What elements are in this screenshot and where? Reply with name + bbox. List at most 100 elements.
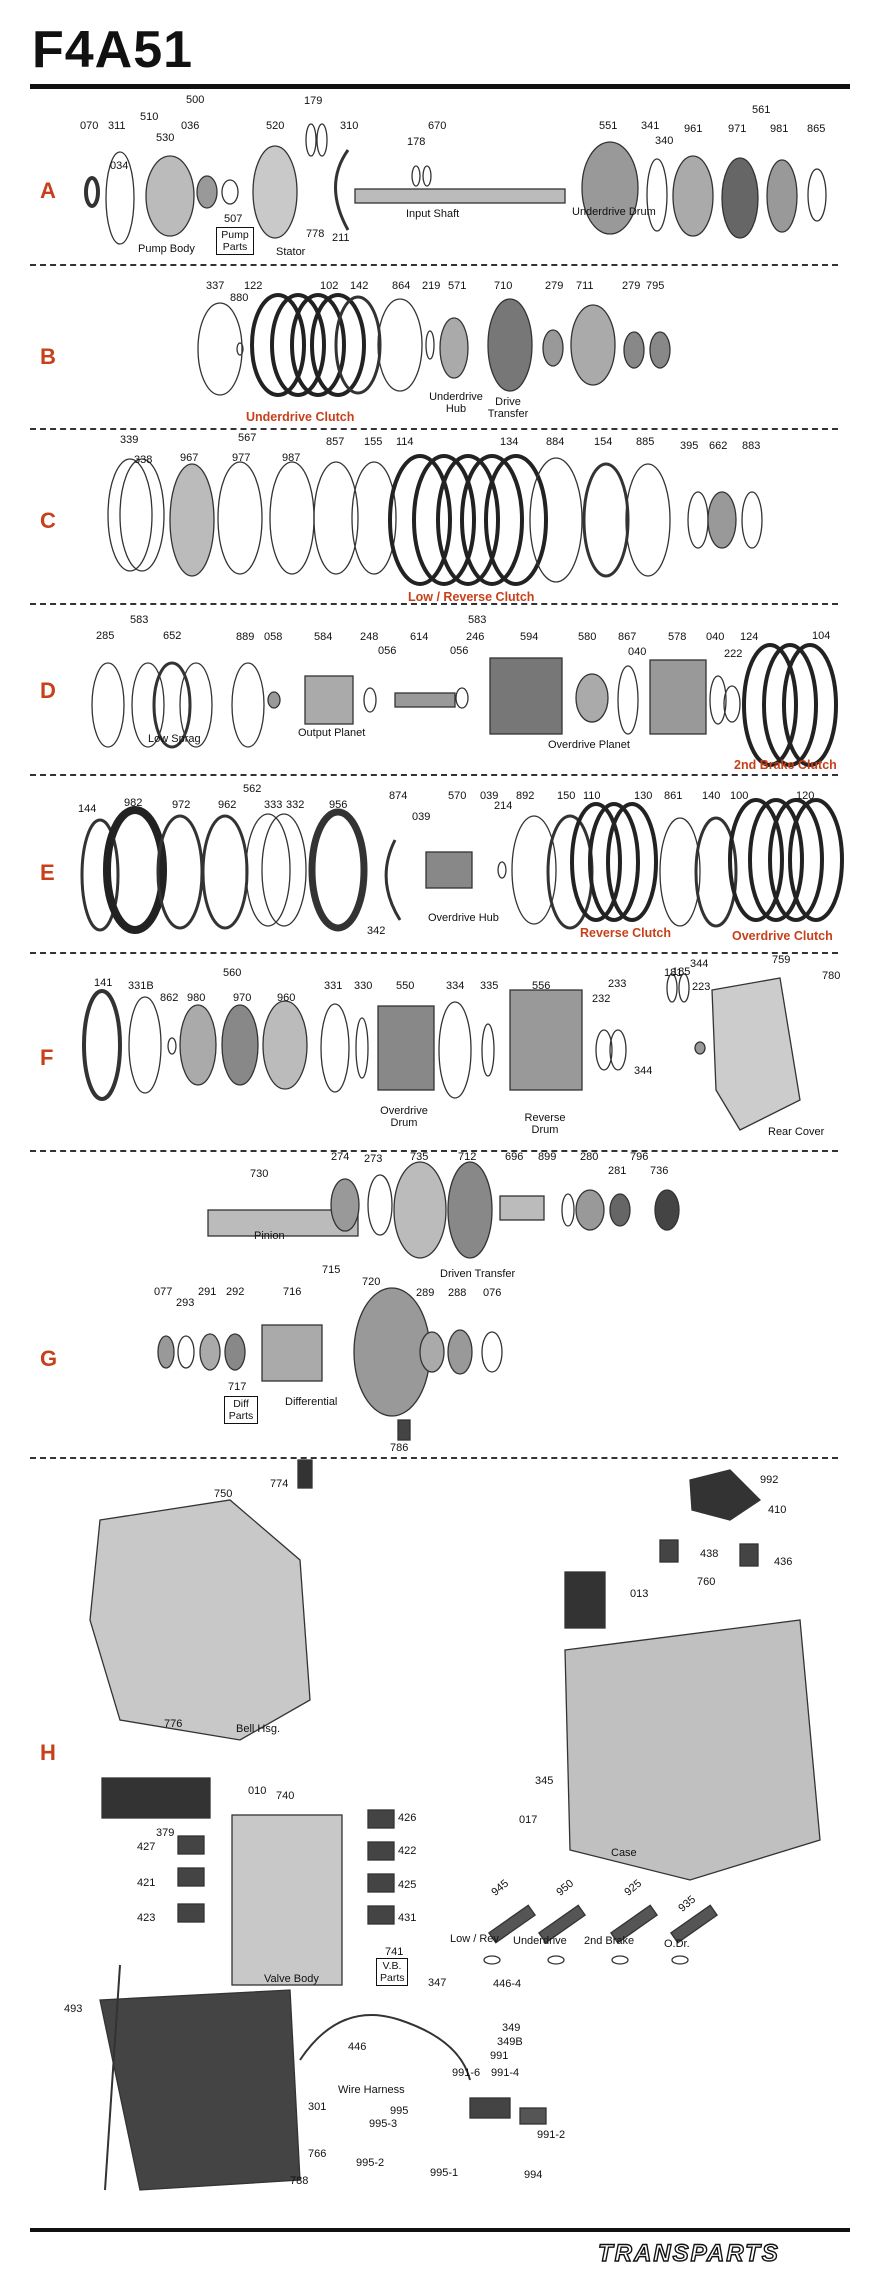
part-036: 036 bbox=[181, 120, 200, 132]
part-334: 334 bbox=[446, 980, 465, 992]
part-039-a: 039 bbox=[412, 811, 431, 823]
part-154: 154 bbox=[594, 436, 613, 448]
caption-valve-body: Valve Body bbox=[264, 1973, 319, 1985]
part-342: 342 bbox=[367, 925, 386, 937]
part-077: 077 bbox=[154, 1286, 173, 1298]
part-040-a: 040 bbox=[628, 646, 647, 658]
part-301: 301 bbox=[308, 2101, 327, 2113]
part-883: 883 bbox=[742, 440, 761, 452]
part-994: 994 bbox=[524, 2169, 543, 2181]
part-130: 130 bbox=[634, 790, 653, 802]
part-421: 421 bbox=[137, 1877, 156, 1889]
part-292: 292 bbox=[226, 1286, 245, 1298]
part-788: 788 bbox=[290, 2175, 309, 2187]
caption-rear-cover: Rear Cover bbox=[768, 1126, 825, 1138]
part-013: 013 bbox=[630, 1588, 649, 1600]
part-185: 185 bbox=[672, 966, 691, 978]
part-583-b: 583 bbox=[468, 614, 487, 626]
part-550: 550 bbox=[396, 980, 415, 992]
part-279-a: 279 bbox=[545, 280, 564, 292]
part-040-b: 040 bbox=[706, 631, 725, 643]
part-507: 507 bbox=[224, 213, 243, 225]
part-652: 652 bbox=[163, 630, 182, 642]
part-892: 892 bbox=[516, 790, 535, 802]
brand-logo: TRANSPARTS bbox=[597, 2239, 780, 2267]
part-980: 980 bbox=[187, 992, 206, 1004]
part-759: 759 bbox=[772, 954, 791, 966]
part-070: 070 bbox=[80, 120, 99, 132]
part-712: 712 bbox=[458, 1151, 477, 1163]
part-880: 880 bbox=[230, 292, 249, 304]
part-971: 971 bbox=[728, 123, 747, 135]
part-874: 874 bbox=[389, 790, 408, 802]
part-796: 796 bbox=[630, 1151, 649, 1163]
part-774: 774 bbox=[270, 1478, 289, 1490]
part-017: 017 bbox=[519, 1814, 538, 1826]
caption-pump-body: Pump Body bbox=[138, 243, 195, 255]
part-780: 780 bbox=[822, 970, 841, 982]
part-972: 972 bbox=[172, 799, 191, 811]
part-274: 274 bbox=[331, 1151, 350, 1163]
caption-2nd-brake: 2nd Brake bbox=[584, 1935, 635, 1947]
part-962: 962 bbox=[218, 799, 237, 811]
part-332: 332 bbox=[286, 799, 305, 811]
part-438: 438 bbox=[700, 1548, 719, 1560]
part-991-2: 991-2 bbox=[537, 2129, 566, 2141]
part-124: 124 bbox=[740, 631, 759, 643]
divider-fg bbox=[30, 1150, 838, 1152]
section-letter-c: C bbox=[40, 508, 56, 533]
part-281: 281 bbox=[608, 1165, 627, 1177]
caption-pump-parts: Pump Parts bbox=[216, 227, 254, 255]
part-551: 551 bbox=[599, 120, 618, 132]
part-885: 885 bbox=[636, 436, 655, 448]
part-141: 141 bbox=[94, 977, 113, 989]
part-248: 248 bbox=[360, 631, 379, 643]
part-556: 556 bbox=[532, 980, 551, 992]
part-214: 214 bbox=[494, 800, 513, 812]
divider-cd bbox=[30, 603, 838, 605]
part-970: 970 bbox=[233, 992, 252, 1004]
part-510: 510 bbox=[140, 111, 159, 123]
part-345: 345 bbox=[535, 1775, 554, 1787]
part-578: 578 bbox=[668, 631, 687, 643]
part-034: 034 bbox=[110, 160, 129, 172]
part-179: 179 bbox=[304, 95, 323, 107]
part-279-b: 279 bbox=[622, 280, 641, 292]
part-884: 884 bbox=[546, 436, 565, 448]
part-338: 338 bbox=[134, 454, 153, 466]
title-rule bbox=[30, 84, 850, 89]
part-862: 862 bbox=[160, 992, 179, 1004]
caption-output-planet: Output Planet bbox=[298, 727, 366, 739]
part-110: 110 bbox=[583, 790, 601, 802]
section-letter-h: H bbox=[40, 1740, 56, 1765]
caption-underdrive: Underdrive bbox=[513, 1935, 567, 1947]
part-961: 961 bbox=[684, 123, 703, 135]
part-273: 273 bbox=[364, 1153, 383, 1165]
part-310: 310 bbox=[340, 120, 359, 132]
part-899: 899 bbox=[538, 1151, 557, 1163]
part-720: 720 bbox=[362, 1276, 381, 1288]
part-056-a: 056 bbox=[378, 645, 397, 657]
part-865: 865 bbox=[807, 123, 826, 135]
part-735: 735 bbox=[410, 1151, 429, 1163]
part-446: 446 bbox=[348, 2041, 367, 2053]
part-425: 425 bbox=[398, 1879, 417, 1891]
caption-stator: Stator bbox=[276, 246, 306, 258]
caption-input-shaft: Input Shaft bbox=[406, 208, 460, 220]
part-715: 715 bbox=[322, 1264, 341, 1276]
part-520: 520 bbox=[266, 120, 285, 132]
part-584: 584 bbox=[314, 631, 333, 643]
part-583-a: 583 bbox=[130, 614, 149, 626]
part-562: 562 bbox=[243, 783, 262, 795]
part-134: 134 bbox=[500, 436, 519, 448]
divider-de bbox=[30, 774, 838, 776]
part-337: 337 bbox=[206, 280, 225, 292]
section-letter-f: F bbox=[40, 1045, 54, 1070]
footer-rule bbox=[30, 2228, 850, 2232]
part-142: 142 bbox=[350, 280, 369, 292]
part-662: 662 bbox=[709, 440, 728, 452]
part-561: 561 bbox=[752, 104, 771, 116]
part-717: 717 bbox=[228, 1381, 247, 1393]
label-overdrive-clutch: Overdrive Clutch bbox=[732, 929, 833, 943]
part-864: 864 bbox=[392, 280, 411, 292]
